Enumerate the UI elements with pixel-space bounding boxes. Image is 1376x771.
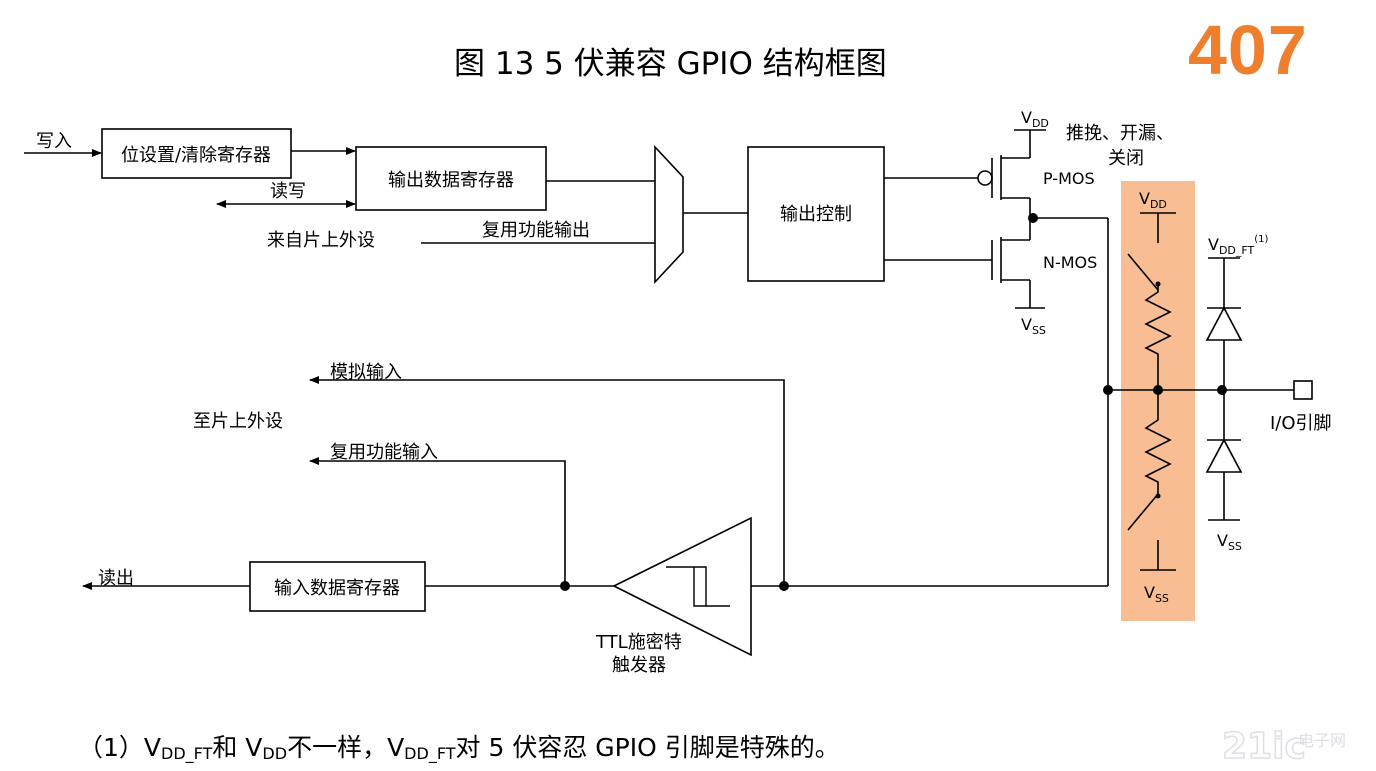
io-pin-label: I/O引脚: [1270, 413, 1332, 434]
nmos-label: N-MOS: [1043, 253, 1097, 272]
pmos-label: P-MOS: [1043, 169, 1095, 188]
page-number: 407: [1188, 11, 1308, 89]
to-peripheral-label: 至片上外设: [193, 411, 283, 432]
io-pin-pad: [1293, 380, 1313, 400]
output-data-register: [355, 146, 547, 211]
vddft-label: VDD_FT(1): [1208, 234, 1269, 257]
vss-label-diode: VSS: [1217, 531, 1242, 553]
pmos-transistor: [977, 129, 1046, 218]
ttl-label-line2: 触发器: [612, 655, 666, 676]
vss-label-pulldown: VSS: [1144, 583, 1169, 605]
svg-text:电子网: 电子网: [1298, 731, 1346, 750]
svg-text:21ic: 21ic: [1222, 726, 1306, 766]
output-data-label: 输出数据寄存器: [388, 170, 514, 191]
ttl-label-line1: TTL施密特: [595, 632, 682, 653]
read-out-label: 读出: [98, 568, 134, 589]
input-data-label: 输入数据寄存器: [274, 578, 400, 599]
footnote: （1）VDD_FT和 VDD不一样，VDD_FT对 5 伏容忍 GPIO 引脚是…: [78, 733, 840, 763]
vdd-label-pullup: VDD: [1139, 189, 1167, 211]
site-watermark: 21ic 电子网: [1220, 724, 1370, 770]
write-label: 写入: [36, 131, 72, 152]
read-write-label: 读写: [270, 181, 306, 202]
close-label: 关闭: [1108, 148, 1144, 169]
analog-input-label: 模拟输入: [330, 362, 402, 383]
push-pull-label: 推挽、开漏、: [1066, 123, 1174, 144]
from-peripheral-label: 来自片上外设: [267, 230, 375, 251]
vdd-label-pmos: VDD: [1021, 108, 1049, 130]
vss-label-nmos: VSS: [1021, 315, 1046, 337]
diagram-title: 图 13 5 伏兼容 GPIO 结构框图: [454, 46, 887, 82]
pull-resistors: [1127, 212, 1176, 571]
bit-set-reset-register: [101, 128, 292, 179]
alt-input-label: 复用功能输入: [330, 442, 438, 463]
bit-set-reset-label: 位设置/清除寄存器: [121, 145, 271, 166]
output-multiplexer: [654, 144, 684, 285]
alt-output-label: 复用功能输出: [482, 220, 590, 241]
output-control-label: 输出控制: [780, 204, 852, 225]
output-control-block: [747, 146, 885, 282]
ttl-schmitt-trigger: [612, 516, 752, 657]
